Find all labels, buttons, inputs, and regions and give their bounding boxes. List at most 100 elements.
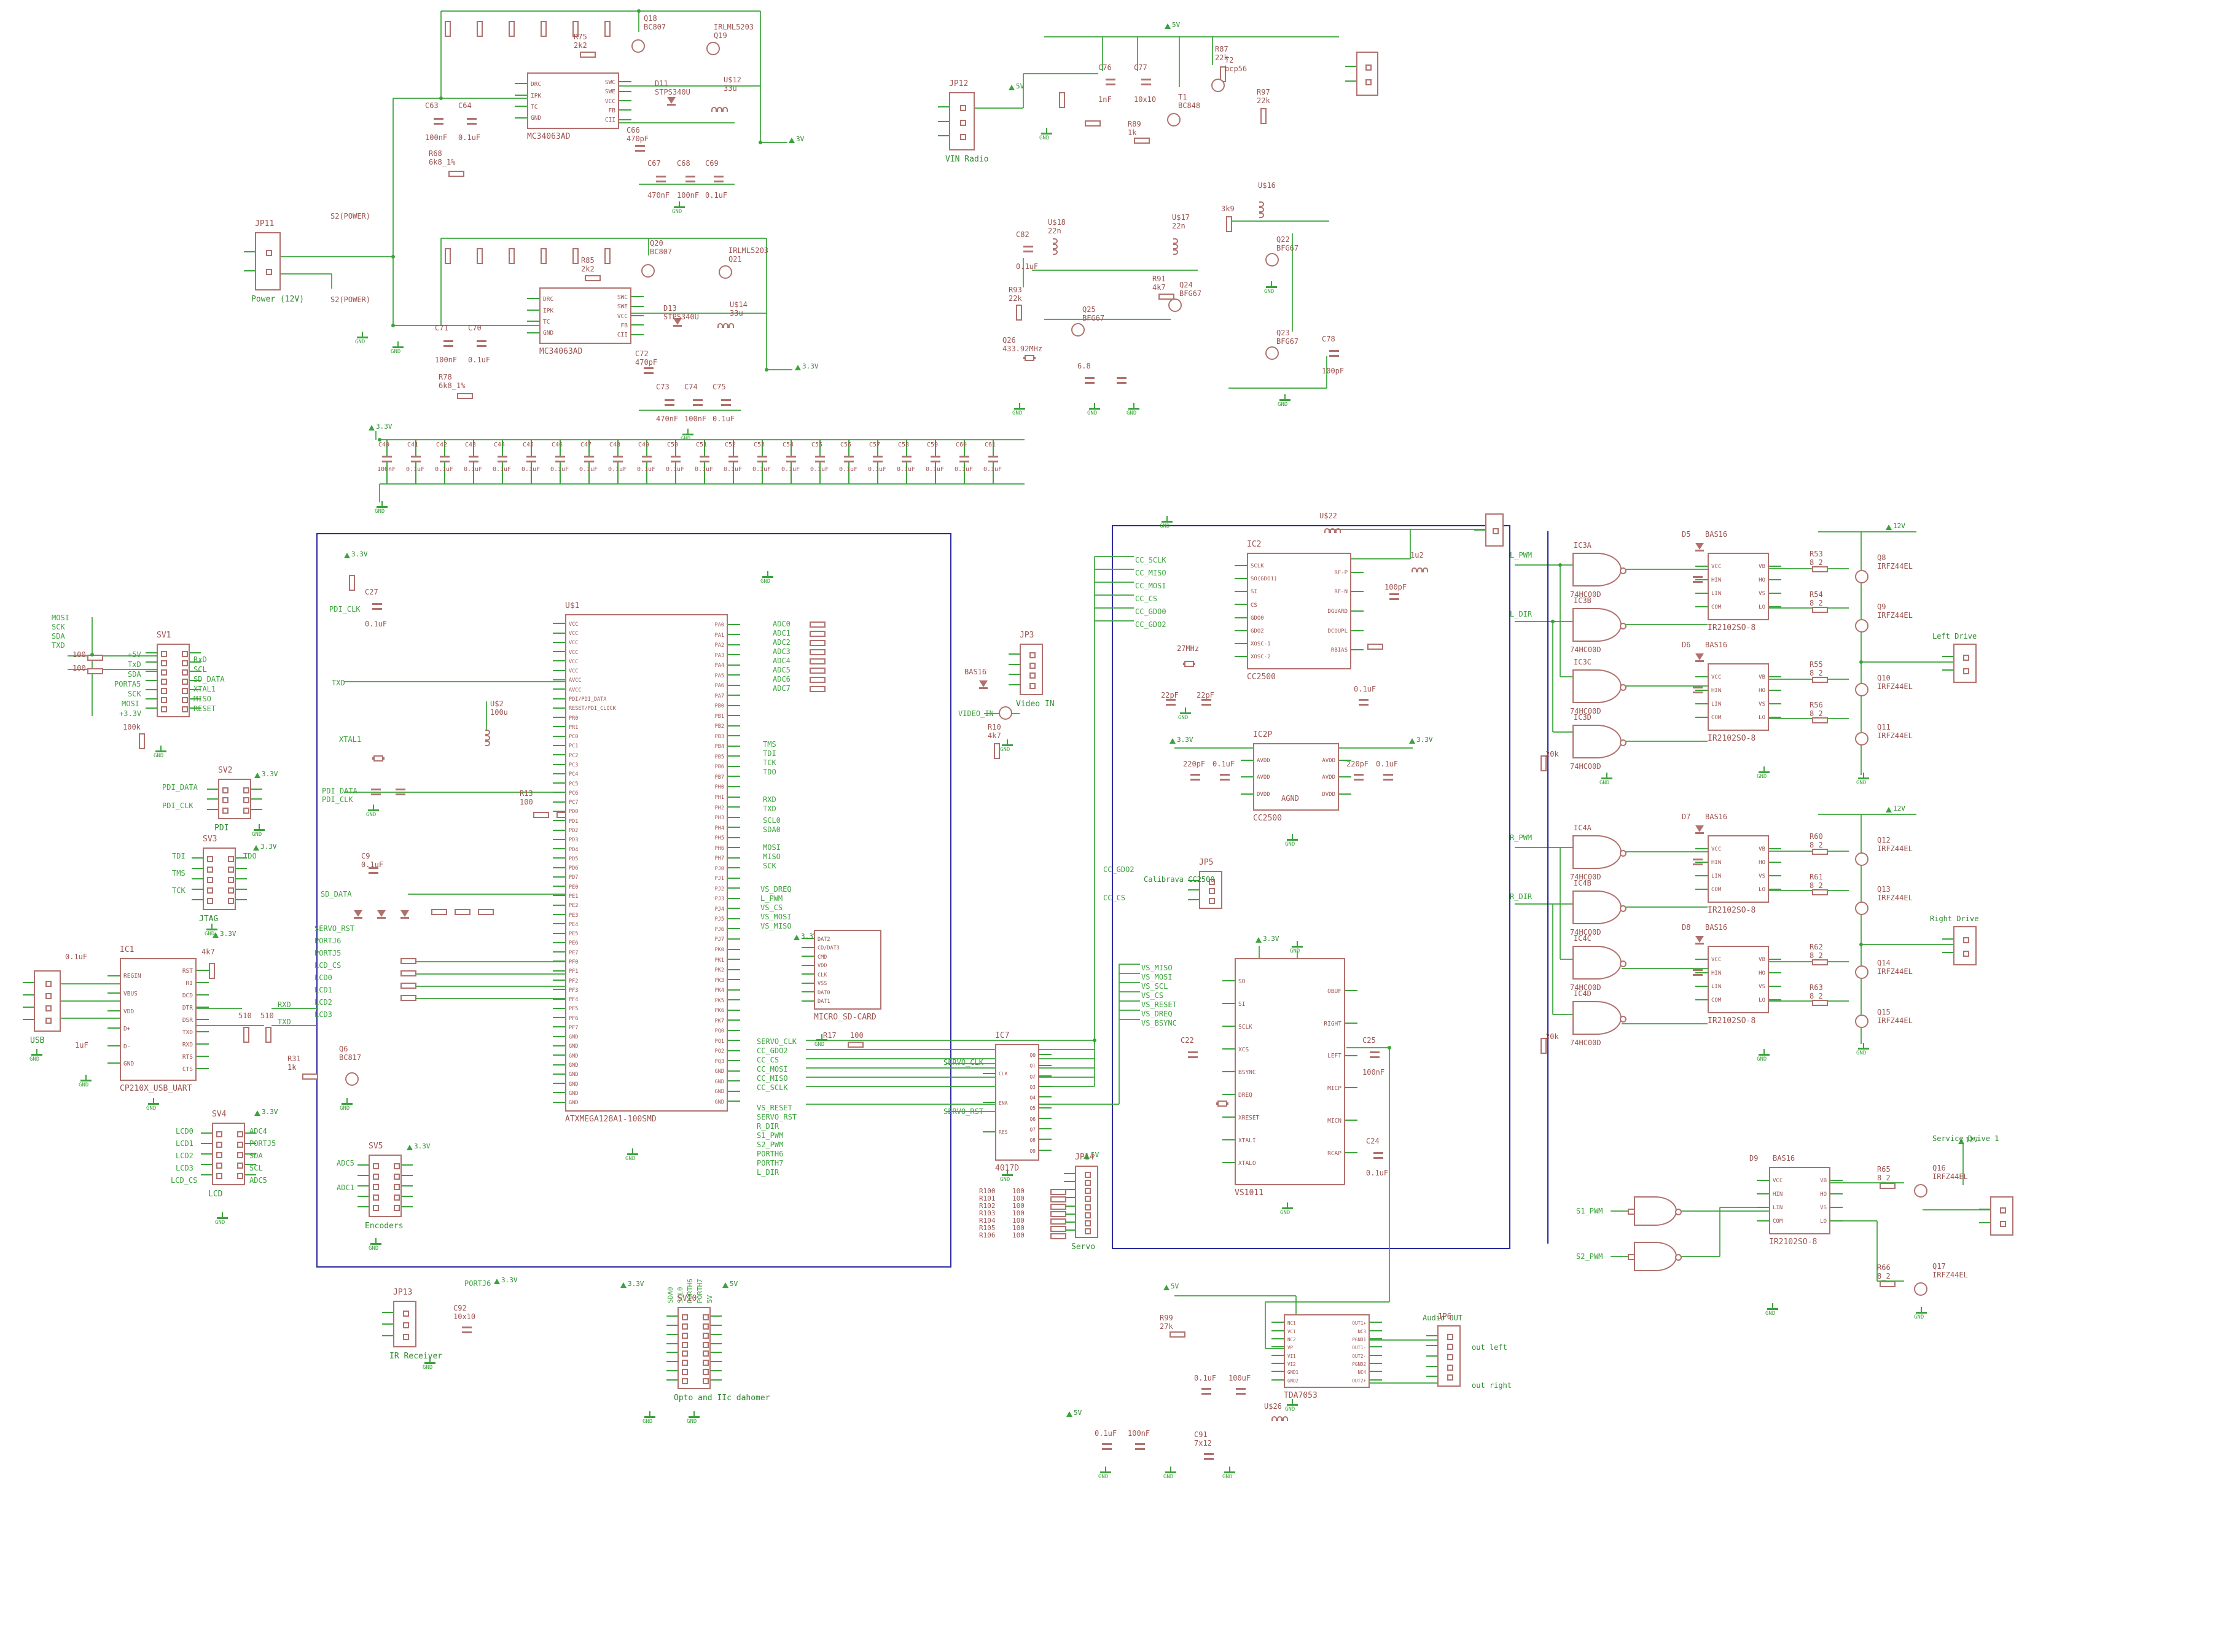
capacitor[interactable]	[1135, 1443, 1145, 1450]
connector[interactable]	[1990, 1196, 2013, 1236]
capacitor[interactable]	[1085, 377, 1095, 384]
nand-gate[interactable]	[1572, 946, 1626, 980]
capacitor[interactable]	[721, 399, 731, 406]
connector-jp13[interactable]	[393, 1301, 416, 1347]
resistor[interactable]	[541, 21, 547, 37]
transistor[interactable]	[1855, 570, 1869, 583]
resistor[interactable]	[1016, 305, 1022, 321]
capacitor[interactable]	[714, 176, 724, 182]
resistor[interactable]	[810, 649, 826, 655]
resistor[interactable]	[457, 393, 473, 399]
capacitor[interactable]	[1693, 969, 1703, 976]
resistor[interactable]	[1812, 849, 1828, 855]
capacitor[interactable]	[1220, 774, 1230, 781]
capacitor[interactable]	[1201, 699, 1211, 706]
capacitor[interactable]	[462, 1327, 472, 1333]
resistor[interactable]	[1050, 1218, 1066, 1225]
connector-jp6[interactable]	[1437, 1325, 1461, 1387]
transistor[interactable]	[1855, 683, 1869, 696]
connector-jp11[interactable]	[255, 232, 281, 290]
connector-sv1[interactable]	[157, 644, 190, 717]
resistor[interactable]	[533, 812, 549, 818]
connector-jp12[interactable]	[949, 92, 975, 150]
capacitor[interactable]	[1201, 1388, 1211, 1395]
connector[interactable]	[34, 970, 61, 1032]
capacitor[interactable]	[1329, 350, 1339, 357]
crystal[interactable]	[1217, 1101, 1227, 1107]
resistor[interactable]	[243, 1027, 249, 1043]
diode[interactable]	[1695, 825, 1704, 835]
resistor[interactable]	[1170, 1331, 1185, 1338]
diode[interactable]	[979, 680, 988, 690]
diode[interactable]	[673, 318, 682, 327]
capacitor[interactable]	[844, 456, 854, 462]
diode[interactable]	[377, 910, 386, 919]
resistor[interactable]	[400, 970, 416, 976]
diode[interactable]	[1695, 543, 1704, 552]
capacitor[interactable]	[700, 456, 709, 462]
diode[interactable]	[1695, 653, 1704, 663]
transistor[interactable]	[1168, 298, 1182, 312]
capacitor[interactable]	[1359, 699, 1369, 706]
capacitor[interactable]	[1383, 774, 1393, 781]
diode[interactable]	[354, 910, 362, 919]
resistor[interactable]	[580, 52, 596, 58]
capacitor[interactable]	[555, 456, 565, 462]
resistor[interactable]	[1050, 1211, 1066, 1217]
resistor[interactable]	[810, 621, 826, 628]
resistor[interactable]	[1812, 1000, 1828, 1006]
capacitor[interactable]	[372, 603, 382, 610]
capacitor[interactable]	[1102, 1443, 1112, 1450]
resistor[interactable]	[509, 21, 515, 37]
resistor[interactable]	[585, 275, 601, 281]
resistor[interactable]	[1050, 1226, 1066, 1232]
connector-sv2[interactable]	[218, 779, 251, 819]
inductor[interactable]	[717, 323, 734, 328]
transistor[interactable]	[1167, 113, 1181, 127]
transistor[interactable]	[1855, 1015, 1869, 1028]
resistor[interactable]	[1050, 1204, 1066, 1210]
resistor[interactable]	[265, 1027, 271, 1043]
capacitor[interactable]	[469, 456, 478, 462]
resistor[interactable]	[1880, 1183, 1896, 1189]
connector-jp3[interactable]	[1020, 644, 1043, 695]
resistor[interactable]	[572, 248, 579, 264]
resistor[interactable]	[1260, 108, 1267, 124]
resistor[interactable]	[1050, 1233, 1066, 1239]
resistor[interactable]	[810, 677, 826, 683]
nand-gate[interactable]	[1572, 608, 1626, 642]
capacitor[interactable]	[644, 367, 654, 374]
nand-gate[interactable]	[1634, 1196, 1682, 1226]
nand-gate[interactable]	[1572, 725, 1626, 758]
nand-gate[interactable]	[1572, 553, 1626, 586]
transistor[interactable]	[1855, 619, 1869, 633]
connector[interactable]	[1356, 52, 1378, 96]
resistor[interactable]	[1812, 607, 1828, 613]
resistor[interactable]	[349, 575, 355, 591]
capacitor[interactable]	[1373, 1152, 1383, 1159]
resistor[interactable]	[541, 248, 547, 264]
capacitor[interactable]	[1188, 1051, 1198, 1058]
diode[interactable]	[667, 97, 676, 106]
resistor[interactable]	[1050, 1189, 1066, 1195]
capacitor[interactable]	[642, 456, 652, 462]
resistor[interactable]	[445, 248, 451, 264]
resistor[interactable]	[87, 668, 103, 674]
resistor[interactable]	[572, 21, 579, 37]
resistor[interactable]	[448, 171, 464, 177]
transistor[interactable]	[999, 706, 1012, 720]
capacitor[interactable]	[671, 456, 681, 462]
resistor[interactable]	[1812, 677, 1828, 683]
connector-sv3[interactable]	[203, 847, 236, 910]
resistor[interactable]	[1134, 138, 1150, 144]
crystal[interactable]	[1184, 661, 1194, 667]
resistor[interactable]	[400, 983, 416, 989]
